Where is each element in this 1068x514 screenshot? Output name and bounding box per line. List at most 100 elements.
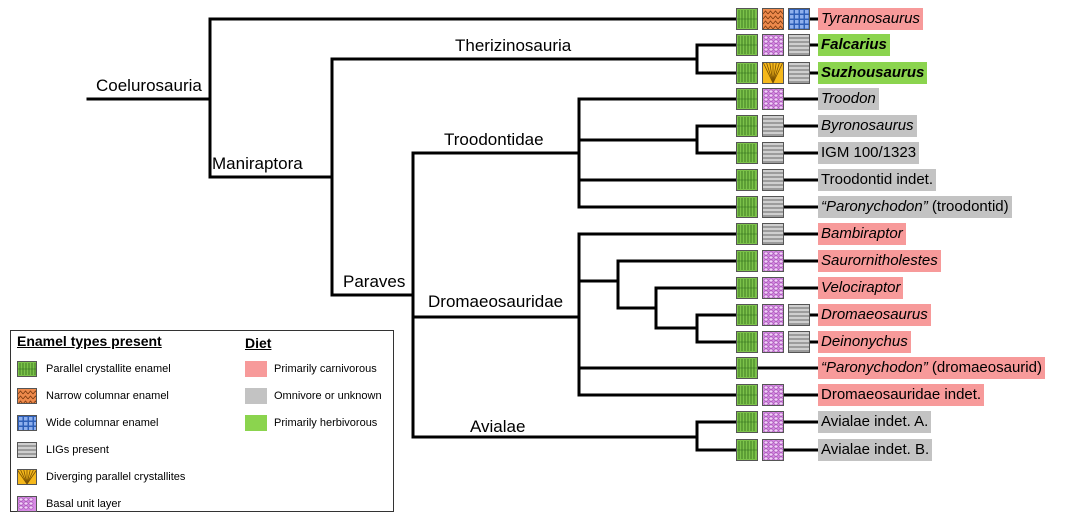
taxon-label-text: . bbox=[928, 171, 934, 188]
clade-label-coelurosauria: Coelurosauria bbox=[96, 76, 202, 95]
taxon-label-text: Avialae indet. A. bbox=[821, 413, 929, 430]
legend-enamel-label: Parallel crystallite enamel bbox=[46, 363, 171, 375]
ligs-icon bbox=[762, 115, 784, 137]
parallel-crystallite-icon bbox=[736, 439, 758, 461]
taxon-label: Suzhousaurus bbox=[818, 62, 928, 84]
basal-unit-layer-icon bbox=[762, 250, 784, 272]
taxon-label-text: “Paronychodon” bbox=[821, 359, 928, 376]
diet-swatch-herbivorous bbox=[245, 415, 267, 431]
parallel-crystallite-icon bbox=[736, 411, 758, 433]
clade-label-troodontidae: Troodontidae bbox=[444, 130, 544, 149]
taxon-label: “Paronychodon” (troodontid) bbox=[818, 196, 1012, 218]
diet-swatch-omnivore-unknown bbox=[245, 388, 267, 404]
taxon-label: Dromaeosauridae indet. bbox=[818, 384, 985, 406]
basal-unit-layer-icon bbox=[762, 331, 784, 353]
taxon-label-text: Troodon bbox=[821, 90, 876, 107]
taxon-label-text: Bambiraptor bbox=[821, 225, 903, 242]
wide-columnar-icon bbox=[17, 415, 37, 431]
taxon-label-text: Falcarius bbox=[821, 36, 887, 53]
clade-label-paraves: Paraves bbox=[343, 272, 406, 291]
basal-unit-layer-icon bbox=[17, 496, 37, 512]
taxon-label: Avialae indet. B. bbox=[818, 439, 933, 461]
narrow-columnar-icon bbox=[17, 388, 37, 404]
parallel-crystallite-icon bbox=[736, 304, 758, 326]
taxon-label: Saurornitholestes bbox=[818, 250, 941, 272]
ligs-icon bbox=[762, 223, 784, 245]
basal-unit-layer-icon bbox=[762, 411, 784, 433]
legend-enamel-label: Wide columnar enamel bbox=[46, 417, 159, 429]
parallel-crystallite-icon bbox=[736, 331, 758, 353]
legend-diet-label: Omnivore or unknown bbox=[274, 390, 382, 402]
ligs-icon bbox=[788, 304, 810, 326]
taxon-label: Bambiraptor bbox=[818, 223, 906, 245]
ligs-icon bbox=[762, 196, 784, 218]
legend-box: Enamel types present Parallel crystallit… bbox=[10, 330, 394, 512]
basal-unit-layer-icon bbox=[762, 88, 784, 110]
ligs-icon bbox=[788, 331, 810, 353]
taxon-label-text: Dromaeosaurus bbox=[821, 306, 928, 323]
narrow-columnar-icon bbox=[762, 8, 784, 30]
taxon-label: Troodon bbox=[818, 88, 879, 110]
legend-diet-title: Diet bbox=[245, 335, 272, 351]
taxon-label: “Paronychodon” (dromaeosaurid) bbox=[818, 357, 1045, 379]
taxon-label-text: Suzhousaurus bbox=[821, 64, 925, 81]
taxon-label: Velociraptor bbox=[818, 277, 904, 299]
ligs-icon bbox=[788, 62, 810, 84]
basal-unit-layer-icon bbox=[762, 384, 784, 406]
taxon-label: Byronosaurus bbox=[818, 115, 917, 137]
clade-label-maniraptora: Maniraptora bbox=[212, 154, 303, 173]
legend-enamel-title: Enamel types present bbox=[17, 333, 162, 349]
legend-diet-label: Primarily herbivorous bbox=[274, 417, 378, 429]
parallel-crystallite-icon bbox=[736, 384, 758, 406]
taxon-label: Falcarius bbox=[818, 34, 890, 56]
parallel-crystallite-icon bbox=[736, 142, 758, 164]
taxon-label: Dromaeosaurus bbox=[818, 304, 931, 326]
taxon-label: Tyrannosaurus bbox=[818, 8, 923, 30]
ligs-icon bbox=[762, 142, 784, 164]
taxon-label-text: Tyrannosaurus bbox=[821, 10, 920, 27]
taxon-label-text: Deinonychus bbox=[821, 333, 908, 350]
taxon-label-text: Troodontid indet bbox=[821, 171, 929, 188]
taxon-label: Avialae indet. A. bbox=[818, 411, 932, 433]
parallel-crystallite-icon bbox=[736, 169, 758, 191]
wide-columnar-icon bbox=[788, 8, 810, 30]
parallel-crystallite-icon bbox=[736, 277, 758, 299]
basal-unit-layer-icon bbox=[762, 34, 784, 56]
taxon-label: Deinonychus bbox=[818, 331, 911, 353]
parallel-crystallite-icon bbox=[736, 250, 758, 272]
basal-unit-layer-icon bbox=[762, 439, 784, 461]
clade-label-therizinosauria: Therizinosauria bbox=[455, 36, 572, 55]
taxon-label-text: Avialae indet. B. bbox=[821, 441, 930, 458]
parallel-crystallite-icon bbox=[736, 34, 758, 56]
taxon-label-text: Saurornitholestes bbox=[821, 252, 938, 269]
parallel-crystallite-icon bbox=[17, 361, 37, 377]
basal-unit-layer-icon bbox=[762, 277, 784, 299]
taxon-label-text: Byronosaurus bbox=[821, 117, 914, 134]
parallel-crystallite-icon bbox=[736, 223, 758, 245]
legend-enamel-label: Narrow columnar enamel bbox=[46, 390, 169, 402]
taxon-label: Troodontid indet. bbox=[818, 169, 937, 191]
taxon-label-text: (troodontid) bbox=[927, 198, 1009, 215]
parallel-crystallite-icon bbox=[736, 62, 758, 84]
taxon-label-text: Velociraptor bbox=[821, 279, 901, 296]
parallel-crystallite-icon bbox=[736, 8, 758, 30]
taxon-label-text: “Paronychodon” bbox=[821, 198, 928, 215]
taxon-label-text: (dromaeosaurid) bbox=[927, 359, 1042, 376]
ligs-icon bbox=[17, 442, 37, 458]
ligs-icon bbox=[762, 169, 784, 191]
parallel-crystallite-icon bbox=[736, 115, 758, 137]
taxon-label: IGM 100/1323 bbox=[818, 142, 920, 164]
parallel-crystallite-icon bbox=[736, 88, 758, 110]
legend-enamel-label: LIGs present bbox=[46, 444, 109, 456]
taxon-label-text: IGM 100/1323 bbox=[821, 144, 917, 161]
ligs-icon bbox=[788, 34, 810, 56]
clade-label-dromaeosauridae: Dromaeosauridae bbox=[428, 292, 564, 311]
parallel-crystallite-icon bbox=[736, 357, 758, 379]
legend-enamel-label: Basal unit layer bbox=[46, 498, 122, 510]
legend-enamel-label: Diverging parallel crystallites bbox=[46, 471, 186, 483]
diverging-parallel-icon bbox=[17, 469, 37, 485]
basal-unit-layer-icon bbox=[762, 304, 784, 326]
clade-label-avialae: Avialae bbox=[470, 417, 526, 436]
